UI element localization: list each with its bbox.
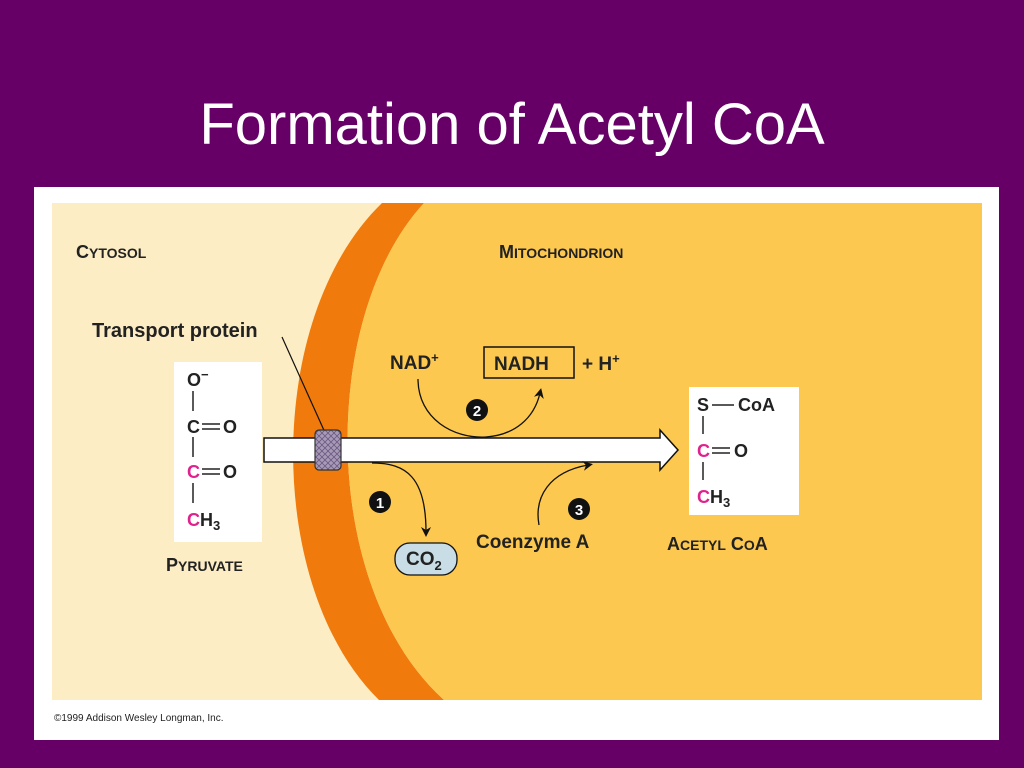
svg-text:O: O xyxy=(734,441,748,461)
membrane xyxy=(293,203,444,700)
coenzyme-a-label: Coenzyme A xyxy=(476,532,590,553)
step-2-arrow xyxy=(417,378,544,438)
cytosol-label: CYTOSOL xyxy=(76,242,147,262)
svg-text:S: S xyxy=(697,395,709,415)
acetyl-coa-diagram: CYTOSOL MITOCHONDRION Transport protein … xyxy=(52,203,982,724)
svg-text:CH3: CH3 xyxy=(187,510,220,533)
svg-text:CH3: CH3 xyxy=(697,487,730,510)
mitochondrion-label: MITOCHONDRION xyxy=(499,242,623,262)
acetyl-coa-structure: S CoA C O CH3 xyxy=(697,395,775,510)
step-1-arrow xyxy=(371,462,431,537)
svg-text:C: C xyxy=(697,441,710,461)
nadh-box xyxy=(483,346,575,379)
step-2-number: 2 xyxy=(473,403,481,420)
step-2-marker xyxy=(466,399,488,421)
nad-label: NAD+ xyxy=(390,350,439,374)
nadh-label: NADH xyxy=(494,354,549,375)
step-1-marker xyxy=(369,491,391,513)
svg-text:C: C xyxy=(187,417,200,437)
pyruvate-label: PYRUVATE xyxy=(166,555,243,575)
diagram-frame: CYTOSOL MITOCHONDRION Transport protein … xyxy=(34,187,999,740)
step-1-number: 1 xyxy=(376,495,384,512)
pyruvate-box xyxy=(174,362,262,542)
h-plus-label: + H+ xyxy=(582,351,620,375)
svg-text:CoA: CoA xyxy=(738,395,775,415)
step-3-arrow xyxy=(537,460,593,526)
co2-badge xyxy=(394,542,458,576)
transport-protein xyxy=(314,429,342,471)
co2-label: CO2 xyxy=(406,549,442,573)
svg-text:O: O xyxy=(223,462,237,482)
pyruvate-structure: O− C O C O CH3 xyxy=(187,367,237,533)
transport-protein-label: Transport protein xyxy=(92,320,258,342)
transport-protein-pointer xyxy=(281,336,328,438)
svg-text:O−: O− xyxy=(187,367,209,390)
slide-title: Formation of Acetyl CoA xyxy=(199,92,825,157)
step-3-number: 3 xyxy=(575,502,583,519)
svg-text:O: O xyxy=(223,417,237,437)
acetyl-coa-box xyxy=(689,387,799,515)
step-3-marker xyxy=(568,498,590,520)
svg-text:C: C xyxy=(187,462,200,482)
copyright-notice: ©1999 Addison Wesley Longman, Inc. xyxy=(54,713,224,724)
